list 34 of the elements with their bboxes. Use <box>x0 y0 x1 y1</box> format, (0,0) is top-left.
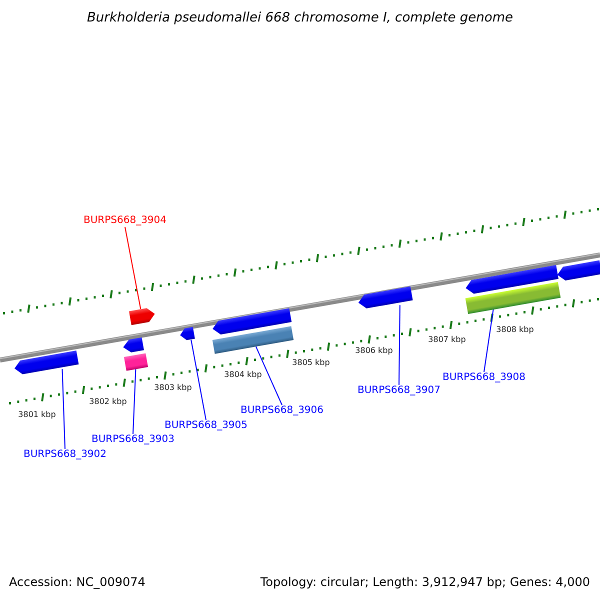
gene-label: BURPS668_3902 <box>23 450 107 460</box>
gene-bar <box>212 326 294 354</box>
gene-label: BURPS668_3907 <box>357 386 441 396</box>
gene-feature <box>179 326 195 342</box>
gene-bar <box>124 353 148 371</box>
gene-feature <box>210 308 292 336</box>
scale-label: 3803 kbp <box>154 384 192 392</box>
title: Burkholderia pseudomallei 668 chromosome I, complete genome <box>86 12 514 24</box>
scale-label: 3805 kbp <box>292 359 330 367</box>
scale-label: 3804 kbp <box>224 371 262 379</box>
leader-line <box>62 368 66 450</box>
leader-line <box>255 346 282 406</box>
accession-text: Accession: NC_009074 <box>9 576 146 588</box>
scale-label: 3806 kbp <box>355 347 393 355</box>
gene-bar <box>465 282 561 314</box>
gene-feature <box>128 306 156 326</box>
gene-feature <box>556 260 600 282</box>
gene-label: BURPS668_3906 <box>240 406 324 416</box>
scale-label: 3801 kbp <box>18 411 56 419</box>
gene-feature <box>357 286 413 310</box>
gene-label: BURPS668_3908 <box>442 373 526 383</box>
scale-label: 3802 kbp <box>89 398 127 406</box>
leader-line <box>132 368 136 434</box>
scale-label: 3808 kbp <box>496 326 534 334</box>
gene-label: BURPS668_3903 <box>91 435 175 445</box>
leader-line <box>124 226 142 310</box>
leader-line <box>398 304 400 386</box>
leader-line <box>190 339 206 420</box>
gene-label: BURPS668_3904 <box>83 216 167 226</box>
gene-feature <box>13 350 79 376</box>
gene-feature <box>122 336 144 354</box>
gene-label: BURPS668_3905 <box>164 421 248 431</box>
scale-label: 3807 kbp <box>428 336 466 344</box>
genome-summary-text: Topology: circular; Length: 3,912,947 bp; Genes: 4,000 <box>260 576 590 588</box>
